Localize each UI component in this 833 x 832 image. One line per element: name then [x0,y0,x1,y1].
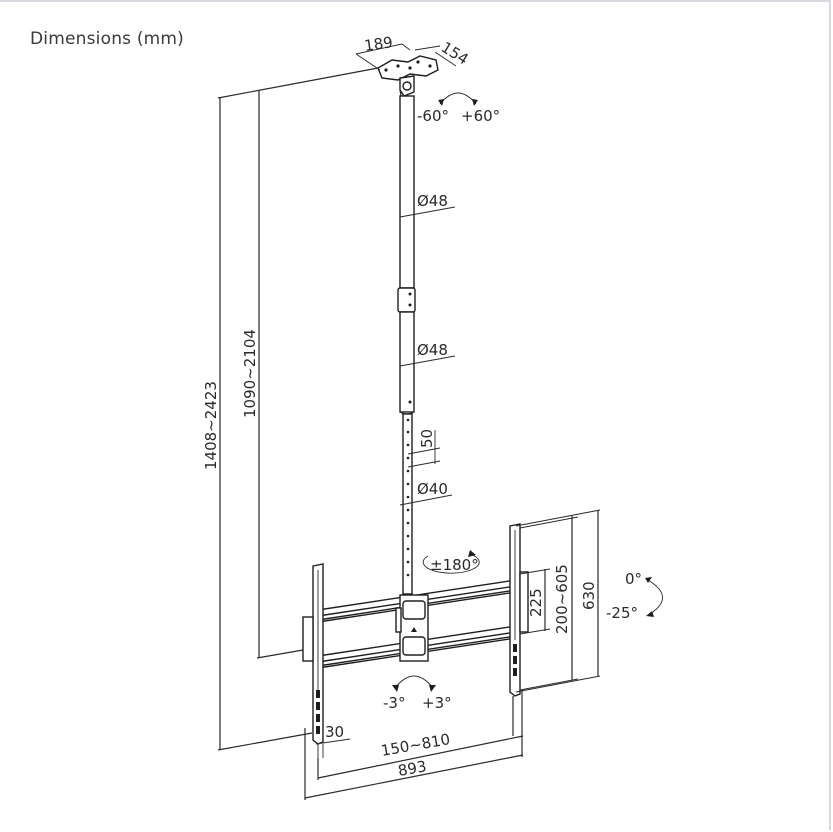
level-right-label: +3° [422,694,452,712]
total-width-label: 893 [397,757,428,780]
vesa-horizontal-label: 150~810 [380,730,452,760]
tv-bracket [317,579,517,669]
rotation-arrow-icon [422,553,480,574]
bottom-dimension-lines [304,690,524,800]
level-arrow-icon [394,675,434,689]
plate-depth-label: 154 [438,38,472,68]
arrowhead-icon [438,99,444,106]
pole-holes [406,418,410,577]
tilt-arrow-icon [647,579,663,615]
arrowhead-icon [468,550,476,557]
lower-diameter-label: Ø40 [417,480,448,498]
swivel-left-label: -60° [417,107,449,125]
tilt-top-label: 0° [625,570,642,588]
pole-height-label: 1090~2104 [241,329,259,418]
right-vertical-arm [509,523,529,697]
diameter-leader [399,494,453,506]
arrowhead-icon [646,611,654,617]
diagram-title: Dimensions (mm) [30,29,185,49]
middle-diameter-label: Ø48 [417,341,448,359]
ceiling-plate [377,55,439,103]
arrowhead-icon [392,685,399,692]
arrowhead-icon [429,685,436,692]
swivel-right-label: +60° [461,107,500,125]
bracket-height-label: 225 [527,588,545,617]
arrowhead-icon [645,577,652,583]
profile-depth-label: 30 [325,723,344,741]
rotation-label: ±180° [430,556,479,574]
diameter-leader [399,206,456,218]
left-vertical-arm [302,563,324,745]
arrowhead-icon [472,99,478,106]
tilt-bottom-label: -25° [606,604,638,622]
hole-spacing-label: 50 [418,429,436,448]
upper-diameter-label: Ø48 [417,192,448,210]
height-dimension-lines [217,67,379,751]
total-height-label: 1408~2423 [202,381,220,470]
plate-width-label: 189 [363,33,394,55]
diameter-leader [399,355,456,367]
swivel-arrow-icon [439,92,477,105]
ceiling-plate-dims [355,43,457,71]
arm-length-label: 630 [580,581,598,610]
level-left-label: -3° [383,694,405,712]
pole [397,95,416,595]
vesa-vertical-label: 200~605 [553,564,571,634]
right-dimension-lines [515,509,601,693]
